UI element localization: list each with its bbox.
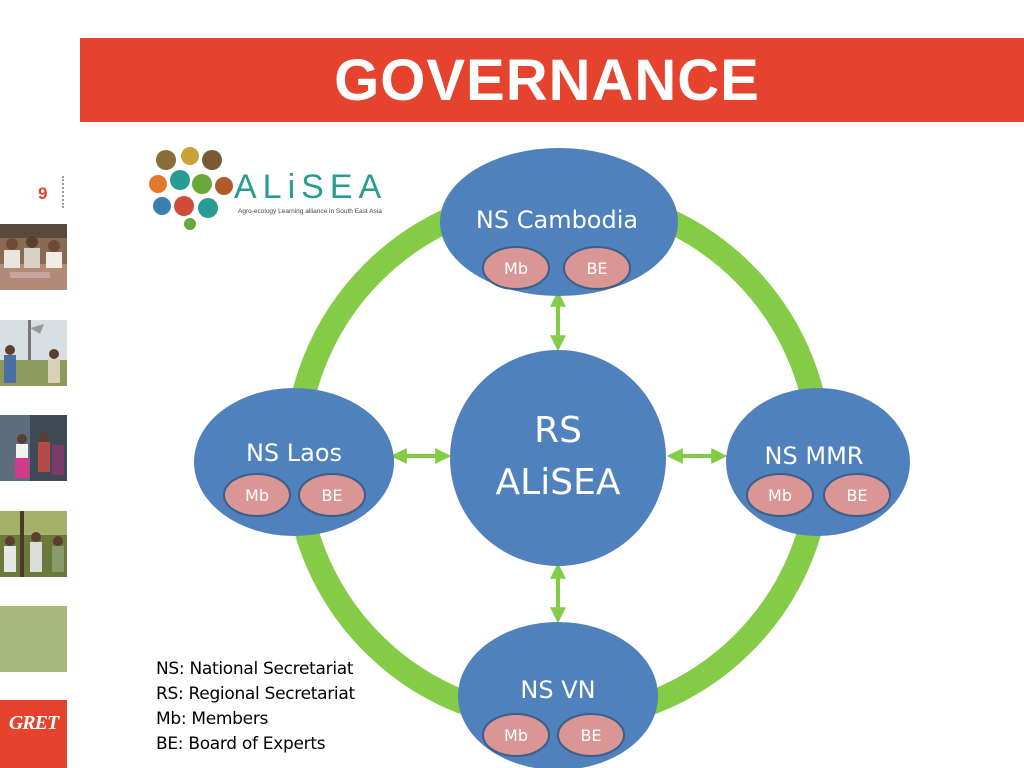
alisea-logo: ALiSEA Agro-ecology Learning alliance in… (146, 146, 386, 230)
page-number: 9 (38, 184, 48, 203)
node-label: NS MMR (765, 442, 864, 470)
gret-logo-text: GRET (8, 712, 59, 734)
legend-item-rs: RS: Regional Secretariat (156, 684, 355, 704)
tag-members: Mb (768, 486, 792, 505)
alisea-logo-emblem-icon (149, 147, 233, 230)
alisea-logo-tagline: Agro-ecology Learning alliance in South … (238, 208, 382, 215)
node-rs-alisea: RS ALiSEA (450, 350, 666, 566)
sidebar-photo-field (0, 320, 67, 386)
tag-board-of-experts: BE (321, 486, 342, 505)
node-label: NS Cambodia (476, 206, 638, 234)
tag-board-of-experts: BE (586, 259, 607, 278)
title-bar: GOVERNANCE (80, 38, 1024, 122)
node-ns-mmr: NS MMR Mb BE (726, 388, 910, 536)
page-divider (62, 176, 64, 208)
node-ns-vn: NS VN Mb BE (458, 622, 658, 768)
sidebar-green-block (0, 606, 67, 672)
node-label: NS VN (520, 676, 595, 704)
center-line2: ALiSEA (496, 462, 621, 503)
alisea-logo-wordmark: ALiSEA (234, 168, 388, 206)
tag-members: Mb (504, 726, 528, 745)
legend-item-ns: NS: National Secretariat (156, 659, 354, 679)
tag-members: Mb (504, 259, 528, 278)
center-line1: RS (534, 410, 582, 451)
legend: NS: National Secretariat RS: Regional Se… (156, 657, 355, 757)
node-ns-cambodia: NS Cambodia Mb BE (440, 148, 678, 296)
gret-logo: GRET (0, 700, 67, 768)
legend-item-mb: Mb: Members (156, 709, 269, 729)
node-label: NS Laos (246, 439, 342, 467)
tag-members: Mb (245, 486, 269, 505)
page-title: GOVERNANCE (334, 47, 760, 113)
node-ns-laos: NS Laos Mb BE (194, 388, 394, 536)
sidebar-photo-meeting (0, 224, 67, 290)
sidebar-photo-forest (0, 511, 67, 577)
sidebar-photo-village (0, 415, 67, 481)
tag-board-of-experts: BE (846, 486, 867, 505)
legend-item-be: BE: Board of Experts (156, 734, 326, 754)
tag-board-of-experts: BE (580, 726, 601, 745)
